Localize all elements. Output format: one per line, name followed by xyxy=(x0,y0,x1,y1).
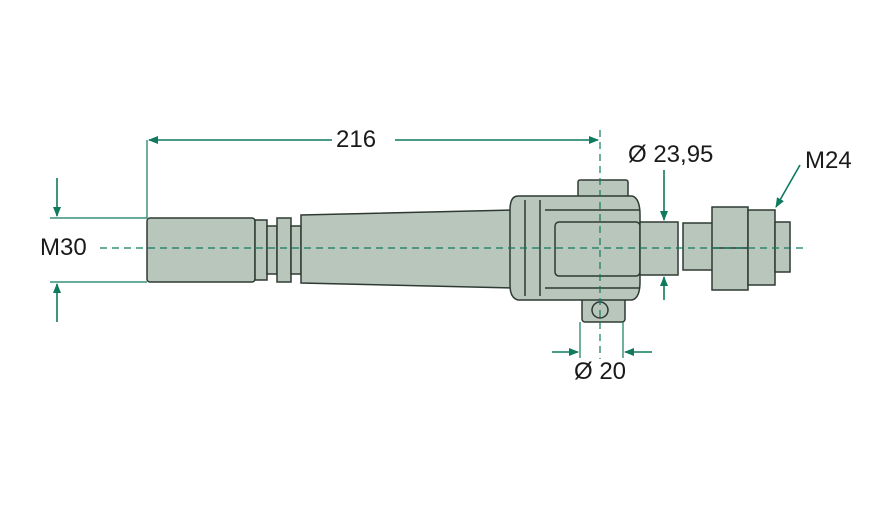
part-outline xyxy=(146,179,791,323)
thread-end xyxy=(774,221,791,273)
groove-collar xyxy=(254,219,268,281)
dimension-lines xyxy=(50,130,805,385)
threaded-end-m30 xyxy=(146,217,256,283)
thread-m24-label: M24 xyxy=(803,147,854,174)
stub-diameter-label: Ø 23,95 xyxy=(626,141,716,168)
pin-diameter-label: Ø 20 xyxy=(572,358,629,385)
thread-m30-label: M30 xyxy=(38,234,89,261)
thread-m24 xyxy=(682,222,714,271)
length-label: 216 xyxy=(334,126,379,153)
main-shaft xyxy=(300,209,516,289)
